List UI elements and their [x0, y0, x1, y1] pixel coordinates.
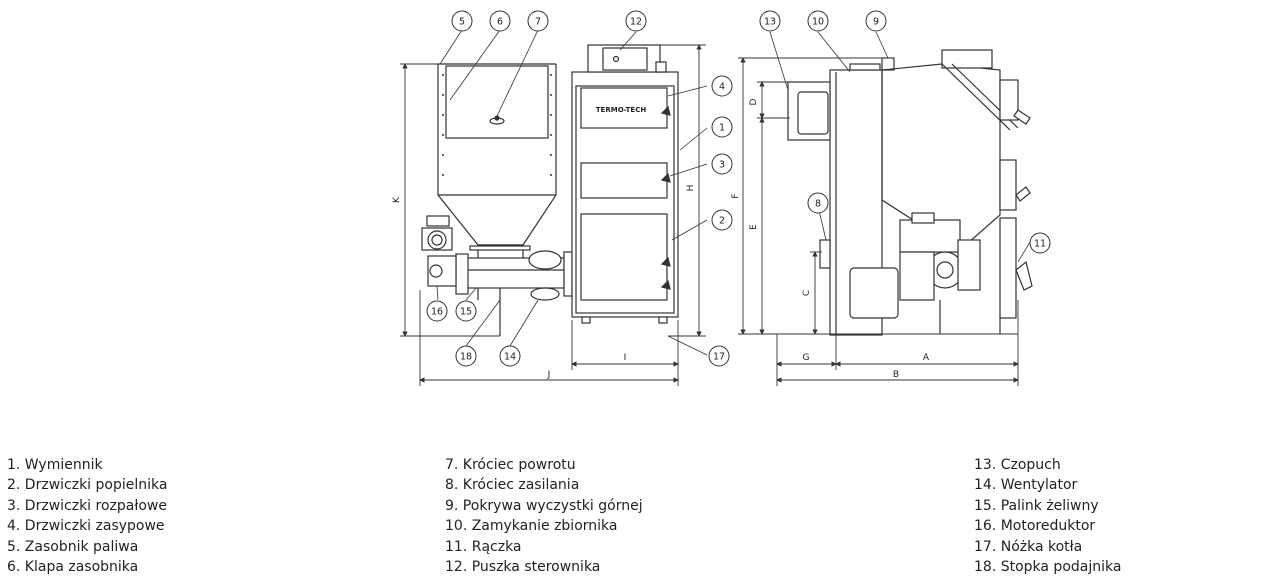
callout-4: 4	[711, 75, 733, 97]
callout-18: 18	[455, 345, 477, 367]
callout-number: 12	[630, 17, 642, 28]
callout-5: 5	[451, 10, 473, 32]
legend-item: 5. Zasobnik paliwa	[7, 538, 139, 555]
callout-8: 8	[807, 192, 829, 214]
callout-number: 6	[497, 17, 503, 28]
callout-10: 10	[807, 10, 829, 32]
legend-item: 17. Nóżka kotła	[974, 538, 1083, 555]
boiler-side-hopper	[881, 49, 1033, 334]
callout-number: 5	[459, 17, 465, 28]
dimension-K: K	[392, 196, 402, 203]
callout-3: 3	[711, 153, 733, 175]
fuel-hopper	[437, 63, 557, 246]
callout-number: 17	[713, 352, 725, 363]
callout-number: 16	[431, 307, 443, 318]
callout-15: 15	[455, 300, 477, 322]
callout-16: 16	[426, 300, 448, 322]
dimension-J: J	[547, 370, 551, 380]
dimension-H: H	[686, 185, 696, 192]
legend-item: 8. Króciec zasilania	[445, 477, 580, 494]
legend-item: 3. Drzwiczki rozpałowe	[7, 497, 167, 514]
legend-item: 18. Stopka podajnika	[974, 559, 1122, 576]
legend-item: 16. Motoreduktor	[974, 518, 1096, 535]
boiler-body	[571, 44, 679, 324]
callout-14: 14	[499, 345, 521, 367]
legend-item: 15. Palink żeliwny	[974, 497, 1099, 514]
dimension-E: E	[749, 224, 759, 230]
dimension-F: F	[731, 193, 741, 198]
legend-item: 4. Drzwiczki zasypowe	[7, 518, 165, 535]
dimension-letters: A B C D E F G H I J K	[392, 98, 930, 380]
callout-number: 7	[535, 17, 541, 28]
callout-number: 8	[815, 199, 821, 210]
callout-number: 11	[1034, 239, 1046, 250]
legend-item: 12. Puszka sterownika	[445, 559, 601, 576]
dimension-lines	[400, 44, 1019, 386]
callout-17: 17	[708, 345, 730, 367]
dimension-A: A	[923, 353, 930, 363]
callout-number: 18	[460, 352, 472, 363]
technical-drawing: TERMO-TECH	[392, 10, 1051, 386]
dimension-C: C	[802, 290, 812, 296]
callout-13: 13	[759, 10, 781, 32]
callout-9: 9	[865, 10, 887, 32]
callout-6: 6	[489, 10, 511, 32]
callout-number: 10	[812, 17, 824, 28]
dimension-D: D	[749, 98, 759, 105]
callout-number: 1	[719, 123, 725, 134]
hopper-lock	[489, 115, 505, 125]
callout-number: 13	[764, 17, 776, 28]
legend-item: 1. Wymiennik	[7, 457, 103, 473]
dimension-B: B	[893, 370, 899, 380]
brand-label: TERMO-TECH	[596, 106, 647, 114]
legend-column-1: 1. Wymiennik 2. Drzwiczki popielnika 3. …	[7, 455, 167, 577]
leader-lines	[436, 29, 1031, 356]
side-feeder-motor	[849, 212, 981, 319]
callout-number: 9	[873, 17, 879, 28]
callout-11: 11	[1029, 232, 1051, 254]
callout-7: 7	[527, 10, 549, 32]
legend-item: 10. Zamykanie zbiornika	[445, 518, 618, 535]
legend-column-2: 7. Króciec powrotu 8. Króciec zasilania …	[445, 455, 643, 577]
legend-item: 14. Wentylator	[974, 477, 1078, 494]
callout-1: 1	[711, 116, 733, 138]
callout-number: 3	[719, 160, 725, 171]
legend-item: 9. Pokrywa wyczystki górnej	[445, 497, 643, 514]
legend-item: 13. Czopuch	[974, 457, 1061, 473]
dimension-I: I	[624, 353, 627, 363]
callout-12: 12	[625, 10, 647, 32]
dimension-G: G	[803, 353, 810, 363]
legend-item: 11. Rączka	[445, 538, 522, 555]
feeder-assembly	[421, 215, 573, 336]
callout-number: 14	[504, 352, 516, 363]
callout-2: 2	[711, 209, 733, 231]
legend-column-3: 13. Czopuch 14. Wentylator 15. Palink że…	[974, 455, 1121, 577]
legend-item: 6. Klapa zasobnika	[7, 559, 139, 576]
legend-item: 2. Drzwiczki popielnika	[7, 477, 168, 494]
legend-item: 7. Króciec powrotu	[445, 457, 576, 473]
callout-number: 15	[460, 307, 472, 318]
callout-number: 2	[719, 216, 725, 227]
callout-number: 4	[719, 82, 725, 93]
